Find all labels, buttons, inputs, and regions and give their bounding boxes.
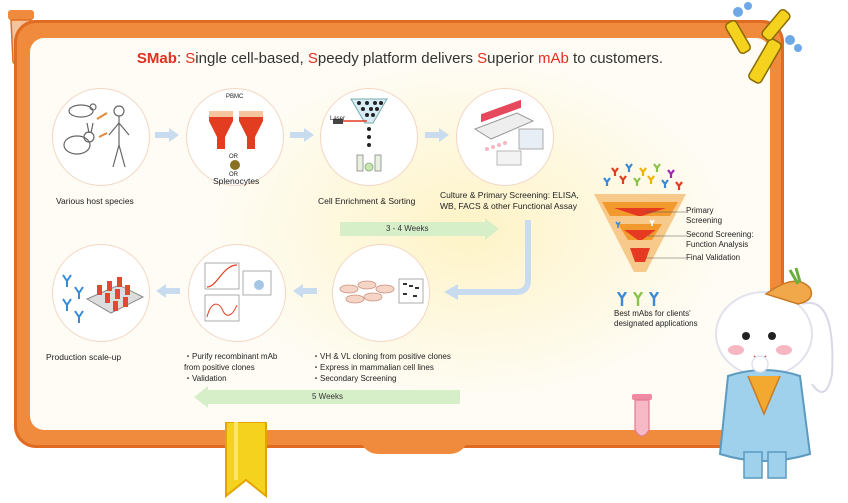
final-validation-label: Final Validation (686, 253, 741, 262)
animal-icon (63, 103, 130, 168)
purify-line3: ・Validation (184, 374, 227, 383)
laser-label: Laser (330, 116, 346, 122)
step-arrow-icon (155, 128, 179, 147)
or-label-2: OR (229, 172, 238, 178)
pbmc-circle (186, 88, 284, 186)
test-tube-icon (630, 394, 654, 445)
splenocytes-label: Splenocytes (213, 176, 260, 186)
best-antibody-icon (616, 291, 664, 311)
culture-circle (456, 88, 554, 186)
timeline-bar-top: 3 - 4 Weeks (340, 222, 485, 236)
best-mabs-line2: designated applications (614, 319, 698, 328)
purify-circle (188, 244, 286, 342)
timeline-top-label: 3 - 4 Weeks (386, 224, 429, 233)
or-label: OR (229, 154, 238, 160)
best-mabs-line1: Best mAbs for clients' (614, 309, 691, 318)
host-species-label: Various host species (56, 196, 134, 206)
second-screening-label-1: Second Screening: (686, 230, 754, 239)
rabbit-mascot-icon (706, 264, 844, 499)
production-circle (52, 244, 150, 342)
step-arrow-icon (425, 128, 449, 147)
cloning-circle (332, 244, 430, 342)
connector-arrow-icon (438, 220, 538, 311)
purify-line2: from positive clones (184, 363, 255, 372)
petri-dish-icon (339, 278, 424, 304)
step-arrow-icon (290, 128, 314, 147)
timeline-bar-bottom: 5 Weeks (208, 390, 460, 404)
curve-plot-icon (204, 262, 272, 322)
cell-sorter-icon (333, 98, 388, 172)
bioreactor-icon (62, 274, 145, 323)
antibody-decoration-icon (718, 0, 808, 90)
timeline-bottom-label: 5 Weeks (312, 392, 343, 401)
timeline-top-arrow-icon (485, 218, 499, 240)
host-species-circle (52, 88, 150, 186)
cloning-line3: ・Secondary Screening (312, 374, 397, 383)
step-arrow-left-icon (156, 284, 180, 303)
page-title: SMab: Single cell-based, Speedy platform… (136, 50, 664, 67)
cloning-line2: ・Express in mammalian cell lines (312, 363, 434, 372)
cloning-line1: ・VH & VL cloning from positive clones (312, 352, 451, 361)
culture-label-line1: Culture & Primary Screening: ELISA, (440, 190, 579, 200)
culture-label-line2: WB, FACS & other Functional Assay (440, 201, 578, 211)
primary-screening-label-1: Primary (686, 206, 714, 215)
sorting-circle (320, 88, 418, 186)
primary-screening-label-2: Screening (686, 216, 723, 225)
production-label: Production scale-up (46, 352, 122, 362)
plate-reader-icon (473, 99, 544, 166)
second-screening-label-2: Function Analysis (686, 240, 749, 249)
funnel-pointer-lines (640, 208, 690, 267)
bookmark-ribbon-icon (222, 421, 270, 503)
pbmc-label: PBMC (226, 94, 244, 100)
timeline-bottom-arrow-icon (194, 386, 208, 408)
board-bottom-tab (360, 428, 468, 454)
purify-line1: ・Purify recombinant mAb (184, 352, 278, 361)
enrichment-label: Cell Enrichment & Sorting (318, 196, 416, 206)
step-arrow-left-icon (293, 284, 317, 303)
tube-icon (209, 111, 263, 170)
